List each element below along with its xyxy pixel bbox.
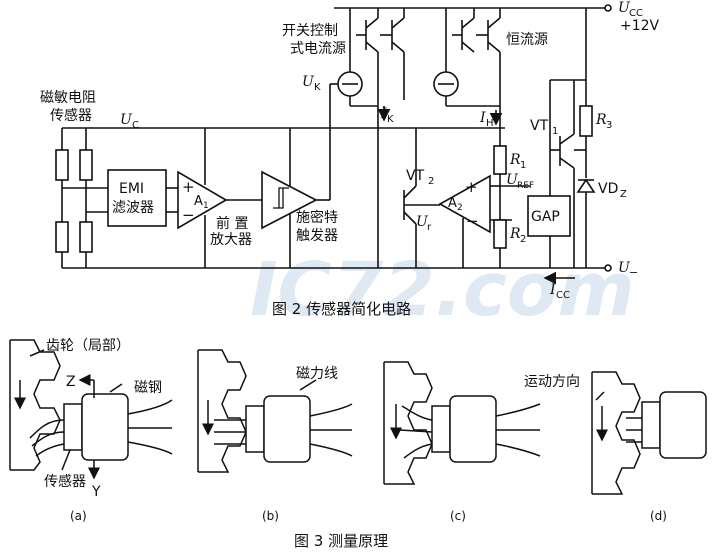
vt1-label-sub: 1 [552, 126, 558, 137]
ih-label-sub: H [486, 118, 494, 129]
uminus-label-sub: − [629, 266, 638, 279]
ih-label: I [479, 110, 486, 126]
sensor-label-line2: 传感器 [50, 107, 92, 124]
sensor-a [63, 403, 83, 451]
preamp-label-line1: 前 置 [216, 215, 248, 232]
ur-label: U [416, 214, 429, 230]
uref-label: U [506, 172, 519, 188]
switch-source-line1: 开关控制 [282, 23, 338, 39]
sensor-label-line1: 磁敏电阻 [40, 90, 96, 106]
switch-source-line2: 式电流源 [290, 41, 346, 57]
panel-label-a: (a) [70, 509, 87, 523]
y-axis-label: Y [91, 484, 101, 500]
vdz-label-sub: Z [620, 189, 627, 200]
panel-label-d: (d) [650, 509, 667, 523]
z-axis-label: Z [66, 374, 76, 390]
preamp-label-line2: 放大器 [210, 232, 252, 248]
a1-label-sub: 1 [203, 201, 209, 211]
uc-label-sub: C [132, 120, 139, 131]
figure3-labels: 齿轮（局部） 磁钢 Z Y 传感器 磁力线 运动方向 (a) (b) (c) (… [44, 338, 667, 523]
watermark-logo: IC72.com [250, 247, 635, 333]
flux-label: 磁力线 [296, 366, 338, 382]
r3-label-sub: 3 [606, 120, 612, 131]
gear-label: 齿轮（局部） [46, 338, 130, 354]
a1-minus: − [182, 206, 195, 224]
uminus-label: U [618, 260, 631, 276]
r1-label: R [509, 152, 521, 168]
a1-label: A [194, 194, 203, 209]
supply-voltage-label: +12V [620, 18, 660, 34]
vdz-label: VD [598, 181, 618, 197]
ik-label-sub: K [387, 114, 394, 125]
a2-label-sub: 2 [457, 203, 463, 213]
icc-label: I [549, 282, 556, 298]
schmitt-label-line1: 施密特 [296, 209, 338, 226]
figure2-caption: 图 2 传感器简化电路 [272, 300, 411, 318]
figure3-drawings [9, 339, 707, 495]
const-source-label: 恒流源 [506, 32, 548, 48]
ucc-label: U [618, 0, 631, 16]
emi-label-line2: 滤波器 [112, 200, 154, 216]
schmitt-label-line2: 触发器 [296, 228, 338, 244]
emi-label-line1: EMI [119, 181, 144, 197]
gap-label: GAP [531, 209, 560, 225]
figure2-circuit [55, 4, 612, 285]
magnet-label: 磁钢 [134, 380, 162, 396]
uk-label-sub: K [314, 82, 321, 93]
uc-label: U [120, 112, 133, 128]
vt1-label: VT [530, 118, 549, 134]
r3-label: R [595, 112, 607, 128]
a1-plus: + [182, 178, 195, 196]
r1-label-sub: 1 [520, 160, 526, 171]
icc-label-sub: CC [556, 290, 570, 301]
motion-label: 运动方向 [524, 374, 580, 390]
uref-label-sub: REF [517, 181, 534, 191]
uk-label: U [302, 74, 315, 90]
vt2-label: VT [406, 168, 425, 184]
a2-minus: − [466, 212, 479, 230]
ucc-label-sub: CC [629, 8, 643, 19]
gear-a [9, 339, 61, 471]
ur-label-sub: r [427, 222, 432, 233]
r2-label: R [509, 226, 521, 242]
figure3-caption: 图 3 测量原理 [294, 532, 388, 550]
figure2-labels: 磁敏电阻 传感器 U C EMI 滤波器 + − A 1 前 置 放大器 施密特… [40, 0, 660, 301]
sensor-part-label: 传感器 [44, 473, 86, 490]
a2-plus: + [465, 178, 478, 196]
panel-label-b: (b) [262, 509, 279, 523]
vt2-label-sub: 2 [428, 176, 434, 187]
ik-label: I [380, 106, 387, 122]
a2-label: A [448, 196, 457, 211]
magnet-a [81, 393, 129, 461]
r2-label-sub: 2 [520, 234, 526, 245]
panel-label-c: (c) [450, 509, 466, 523]
